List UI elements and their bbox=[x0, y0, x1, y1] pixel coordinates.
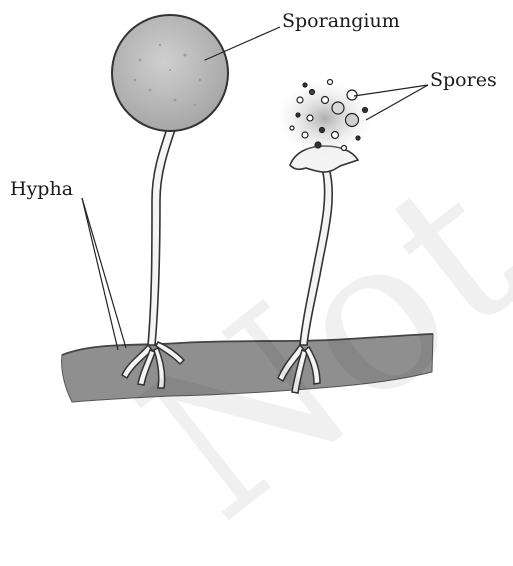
spores-leader-line-1 bbox=[354, 85, 428, 96]
hypha-leader-line-2 bbox=[82, 198, 118, 350]
spores-label: Spores bbox=[430, 71, 497, 90]
spores-leader-line-2 bbox=[366, 85, 428, 120]
hypha-leader-line-1 bbox=[82, 198, 126, 348]
hypha-label: Hypha bbox=[10, 180, 73, 199]
substrate-ground bbox=[62, 334, 433, 402]
left-sporangiophore-stalk bbox=[148, 113, 180, 345]
left-sporangium bbox=[112, 15, 228, 131]
sporangium-label: Sporangium bbox=[282, 12, 400, 31]
rhizopus-diagram bbox=[0, 0, 513, 413]
right-sporangiophore-stalk bbox=[300, 168, 332, 345]
